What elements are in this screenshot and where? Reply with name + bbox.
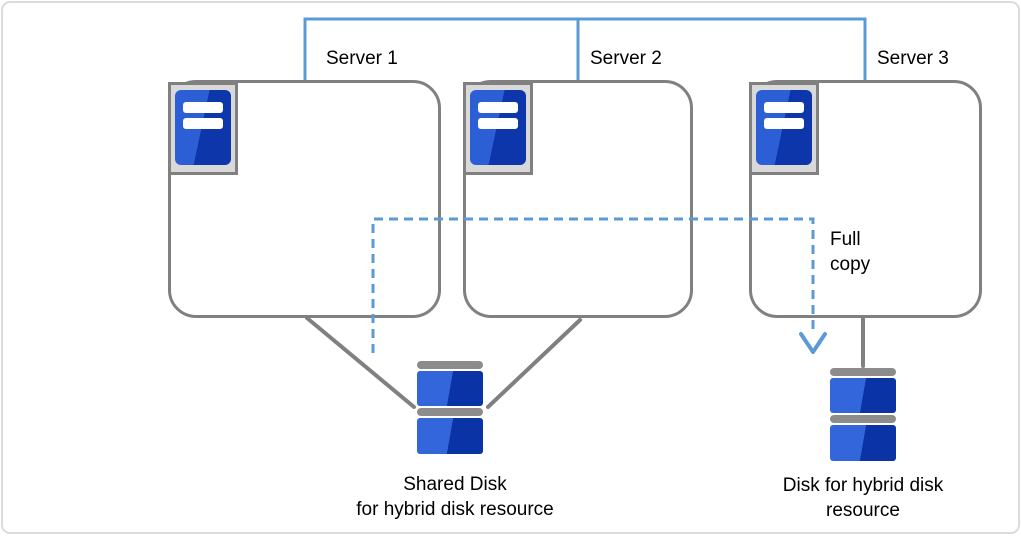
full-copy-label: Full copy (830, 229, 871, 275)
disk-bar (830, 415, 896, 423)
disk-bar (830, 368, 896, 376)
server-3-label: Server 3 (877, 48, 949, 69)
disk-unit (830, 425, 896, 461)
server-icon-slot (183, 118, 223, 129)
disk-unit (830, 378, 896, 413)
hybrid-disk-label: Disk for hybrid disk resource (782, 475, 944, 521)
shared-disk-label: Shared Disk for hybrid disk resource (305, 472, 605, 522)
server-icon (168, 82, 238, 175)
shared-disk-icon (417, 361, 483, 456)
disk-bar (417, 361, 483, 369)
disk-unit (417, 418, 483, 454)
server-icon-slot (183, 102, 223, 113)
server-icon (749, 82, 819, 175)
server-2-label: Server 2 (590, 48, 662, 69)
server-icon-slot (764, 102, 804, 113)
server-1-label: Server 1 (326, 48, 398, 69)
shared-disk-label-line1: Shared Disk (403, 474, 507, 495)
server-2-shared-disk-link (486, 318, 582, 409)
disk-bar (417, 408, 483, 416)
disk-unit (417, 371, 483, 406)
server-icon-slot (764, 118, 804, 129)
server-icon-body (175, 90, 231, 165)
hybrid-disk-icon (830, 368, 896, 463)
server-icon (463, 82, 533, 175)
server-icon-slot (478, 118, 518, 129)
arrow-down-icon (799, 332, 827, 354)
server-icon-body (470, 90, 526, 165)
server-icon-body (756, 90, 812, 165)
server-1-shared-disk-link (305, 316, 416, 409)
server-icon-slot (478, 102, 518, 113)
shared-disk-label-line2: for hybrid disk resource (356, 499, 554, 520)
